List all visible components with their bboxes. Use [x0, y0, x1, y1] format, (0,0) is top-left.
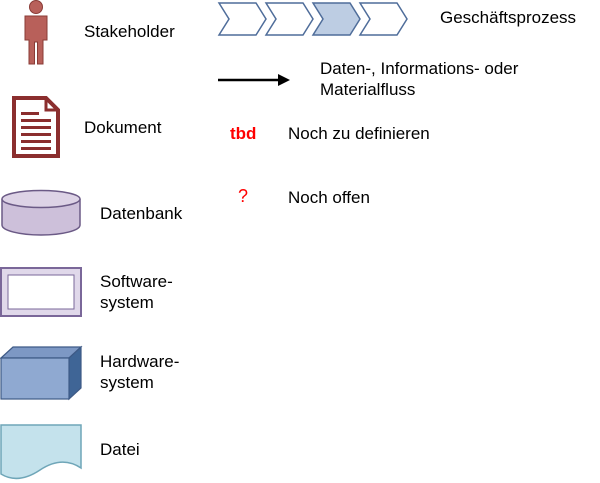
- legend-label-fluss-line1: Daten-, Informations- oder: [320, 59, 519, 78]
- database-cylinder-icon: [0, 189, 82, 239]
- legend-label-datenbank: Datenbank: [100, 204, 183, 223]
- legend-label-tbd: Noch zu definieren: [288, 124, 430, 143]
- legend-label-geschaeftsprozess: Geschäftsprozess: [440, 8, 577, 27]
- legend-label-datei: Datei: [100, 440, 140, 459]
- legend-label-offen: Noch offen: [288, 188, 370, 207]
- legend-label-hardware-line2: system: [100, 373, 154, 392]
- software-system-window-icon: [0, 267, 82, 317]
- person-icon: [22, 0, 50, 66]
- legend-label-hardware-line1: Hardware-: [100, 352, 180, 371]
- chevron-process-icon: [217, 2, 410, 36]
- legend-label-fluss-line2: Materialfluss: [320, 80, 416, 99]
- document-icon: [12, 96, 60, 158]
- legend-label-stakeholder: Stakeholder: [84, 22, 175, 41]
- legend-label-software-line1: Software-: [100, 272, 173, 291]
- arrow-right-icon: [218, 74, 290, 86]
- legend-label-dokument: Dokument: [84, 118, 162, 137]
- tbd-symbol: tbd: [230, 124, 257, 143]
- question-symbol: ?: [238, 186, 249, 206]
- hardware-box-icon: [0, 345, 83, 401]
- file-wave-icon: [0, 424, 82, 482]
- legend-label-software-line2: system: [100, 293, 154, 312]
